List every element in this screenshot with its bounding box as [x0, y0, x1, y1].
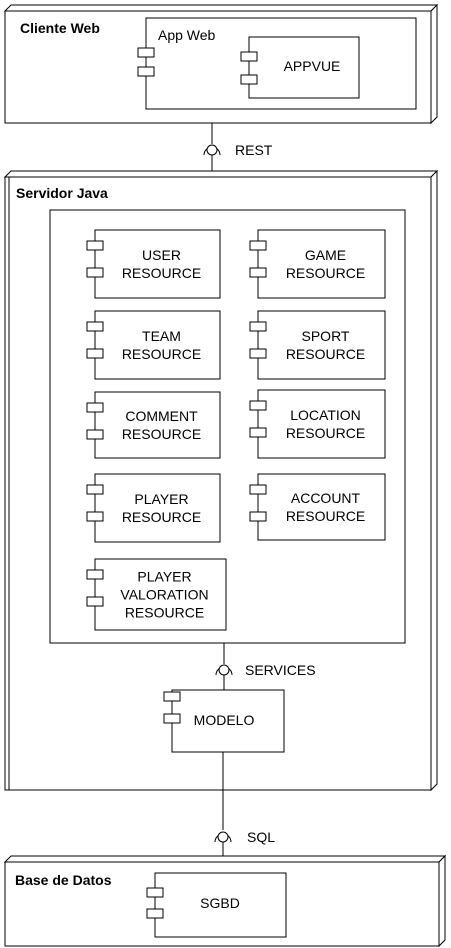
- component-team-resource: TEAM RESOURCE: [86, 310, 221, 380]
- appvue-label: APPVUE: [284, 58, 341, 74]
- component-port-icon: [86, 321, 104, 332]
- component-port-icon: [249, 511, 267, 522]
- component-game-resource: GAME RESOURCE: [249, 229, 386, 299]
- component-port-icon: [86, 596, 104, 607]
- component-port-icon: [249, 484, 267, 495]
- component-port-icon: [86, 429, 104, 440]
- sql-label: SQL: [247, 829, 275, 845]
- component-location-resource: LOCATION RESOURCE: [249, 389, 386, 459]
- user-resource-label-line: RESOURCE: [122, 265, 201, 281]
- interface-services: SERVICES: [215, 643, 316, 690]
- game-resource-label-line: GAME: [305, 247, 346, 263]
- component-port-icon: [249, 427, 267, 438]
- component-port-icon: [86, 240, 104, 251]
- interface-sql: SQL: [214, 752, 275, 856]
- sport-resource-label-line: SPORT: [302, 328, 350, 344]
- account-resource-label-line: RESOURCE: [286, 508, 365, 524]
- component-port-icon: [249, 321, 267, 332]
- component-port-icon: [249, 267, 267, 278]
- component-port-icon: [86, 402, 104, 413]
- component-port-icon: [86, 484, 104, 495]
- sport-resource-label-line: RESOURCE: [286, 346, 365, 362]
- component-user-resource: USER RESOURCE: [86, 229, 221, 299]
- app-web-label: App Web: [158, 27, 216, 43]
- component-appvue: APPVUE: [240, 36, 360, 99]
- team-resource-label-line: TEAM: [142, 328, 181, 344]
- component-port-icon: [146, 908, 164, 919]
- component-modelo: MODELO: [163, 689, 285, 753]
- sgbd-label: SGBD: [200, 895, 240, 911]
- services-label: SERVICES: [245, 662, 316, 678]
- player-valoration-resource-label-line: PLAYER: [137, 569, 191, 585]
- node-cliente-web-title: Cliente Web: [20, 20, 100, 36]
- location-resource-label-line: RESOURCE: [286, 425, 365, 441]
- interface-rest: REST: [203, 123, 273, 171]
- component-port-icon: [137, 47, 155, 58]
- component-port-icon: [163, 713, 181, 724]
- player-valoration-resource-label-line: VALORATION: [120, 587, 208, 603]
- location-resource-label-line: LOCATION: [290, 407, 361, 423]
- component-port-icon: [163, 691, 181, 702]
- node-servidor-java-title: Servidor Java: [16, 185, 108, 201]
- component-account-resource: ACCOUNT RESOURCE: [249, 473, 386, 541]
- team-resource-label-line: RESOURCE: [122, 346, 201, 362]
- component-port-icon: [240, 51, 258, 62]
- lollipop-icon: [206, 144, 218, 156]
- account-resource-label-line: ACCOUNT: [291, 490, 361, 506]
- component-player-resource: PLAYER RESOURCE: [86, 473, 221, 543]
- node-base-de-datos-title: Base de Datos: [15, 872, 112, 888]
- game-resource-label-line: RESOURCE: [286, 265, 365, 281]
- component-comment-resource: COMMENT RESOURCE: [86, 391, 221, 459]
- component-port-icon: [249, 400, 267, 411]
- component-port-icon: [86, 348, 104, 359]
- component-port-icon: [86, 511, 104, 522]
- comment-resource-label-line: COMMENT: [125, 408, 198, 424]
- component-player-valoration-resource: PLAYER VALORATION RESOURCE: [86, 558, 227, 631]
- player-resource-label-line: RESOURCE: [122, 509, 201, 525]
- user-resource-label-line: USER: [142, 247, 181, 263]
- component-port-icon: [146, 887, 164, 898]
- comment-resource-label-line: RESOURCE: [122, 426, 201, 442]
- player-resource-label-line: PLAYER: [134, 491, 188, 507]
- lollipop-icon: [217, 831, 229, 843]
- component-sport-resource: SPORT RESOURCE: [249, 310, 386, 380]
- player-valoration-resource-label-line: RESOURCE: [125, 605, 204, 621]
- component-port-icon: [86, 267, 104, 278]
- component-port-icon: [86, 569, 104, 580]
- component-port-icon: [137, 66, 155, 77]
- modelo-label: MODELO: [194, 712, 255, 728]
- component-sgbd: SGBD: [146, 872, 287, 938]
- component-port-icon: [249, 348, 267, 359]
- rest-label: REST: [235, 142, 273, 158]
- lollipop-icon: [218, 664, 230, 676]
- component-port-icon: [240, 74, 258, 85]
- component-port-icon: [249, 240, 267, 251]
- resources-layer: USERRESOURCEGAMERESOURCETEAMRESOURCESPOR…: [86, 229, 386, 631]
